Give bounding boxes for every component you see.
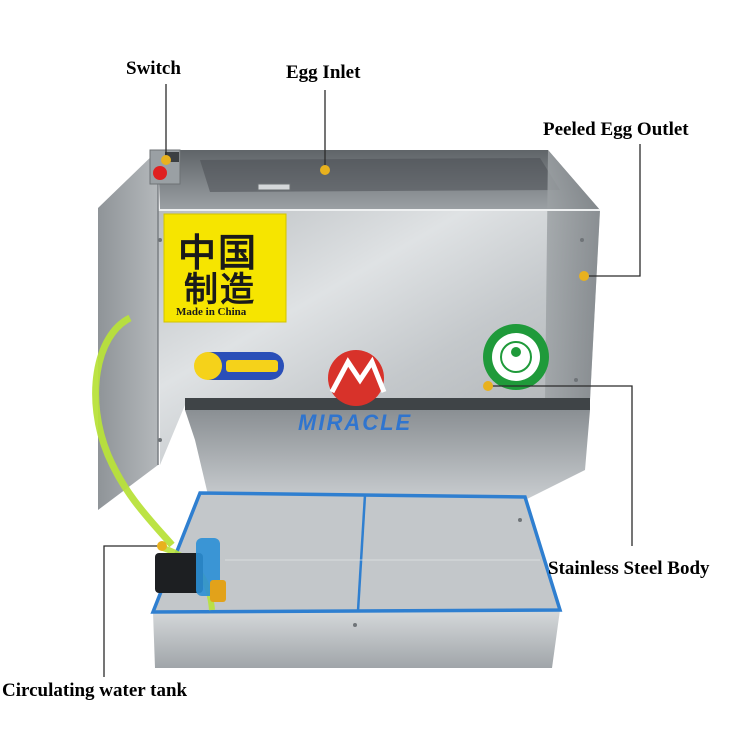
switch-label: Switch <box>126 58 181 79</box>
circulating-hose <box>92 314 175 548</box>
badge-caption: Made in China <box>176 306 247 318</box>
stainless-steel-body-label: Stainless Steel Body <box>548 558 710 579</box>
brand-logo-icon <box>328 350 387 406</box>
body-leader <box>488 385 633 546</box>
outlet-leader <box>584 144 641 277</box>
inlet-latch <box>257 183 291 191</box>
circulating-water-tank-label: Circulating water tank <box>2 680 188 701</box>
thumbs-up-mascot-sticker-icon <box>194 352 284 380</box>
callout-dots <box>157 155 589 551</box>
inlet-inner-wall <box>200 158 560 192</box>
panel-screws <box>158 238 584 627</box>
water-tank-inner <box>153 493 560 612</box>
tank-divider <box>356 494 367 612</box>
water-pump-icon <box>155 538 226 602</box>
egg-inlet-label: Egg Inlet <box>286 62 361 83</box>
badge-chinese-line2: 制造 <box>184 272 256 309</box>
red-knob-switch-icon <box>149 149 181 185</box>
made-in-china-badge <box>163 213 287 323</box>
peeled-egg-outlet-label: Peeled Egg Outlet <box>543 119 689 140</box>
water-tank-front <box>153 610 560 668</box>
cabinet-right-side <box>545 150 600 400</box>
brand-name: MIRACLE <box>298 410 413 435</box>
green-environmental-seal-icon <box>483 324 549 390</box>
callout-leaders <box>103 84 641 677</box>
outlet-chute <box>185 410 590 500</box>
cabinet-left-side <box>98 150 158 510</box>
peeled-egg-outlet-slot <box>185 398 590 410</box>
badge-chinese-line1: 中国 <box>178 233 259 275</box>
tank-leader <box>103 545 162 677</box>
